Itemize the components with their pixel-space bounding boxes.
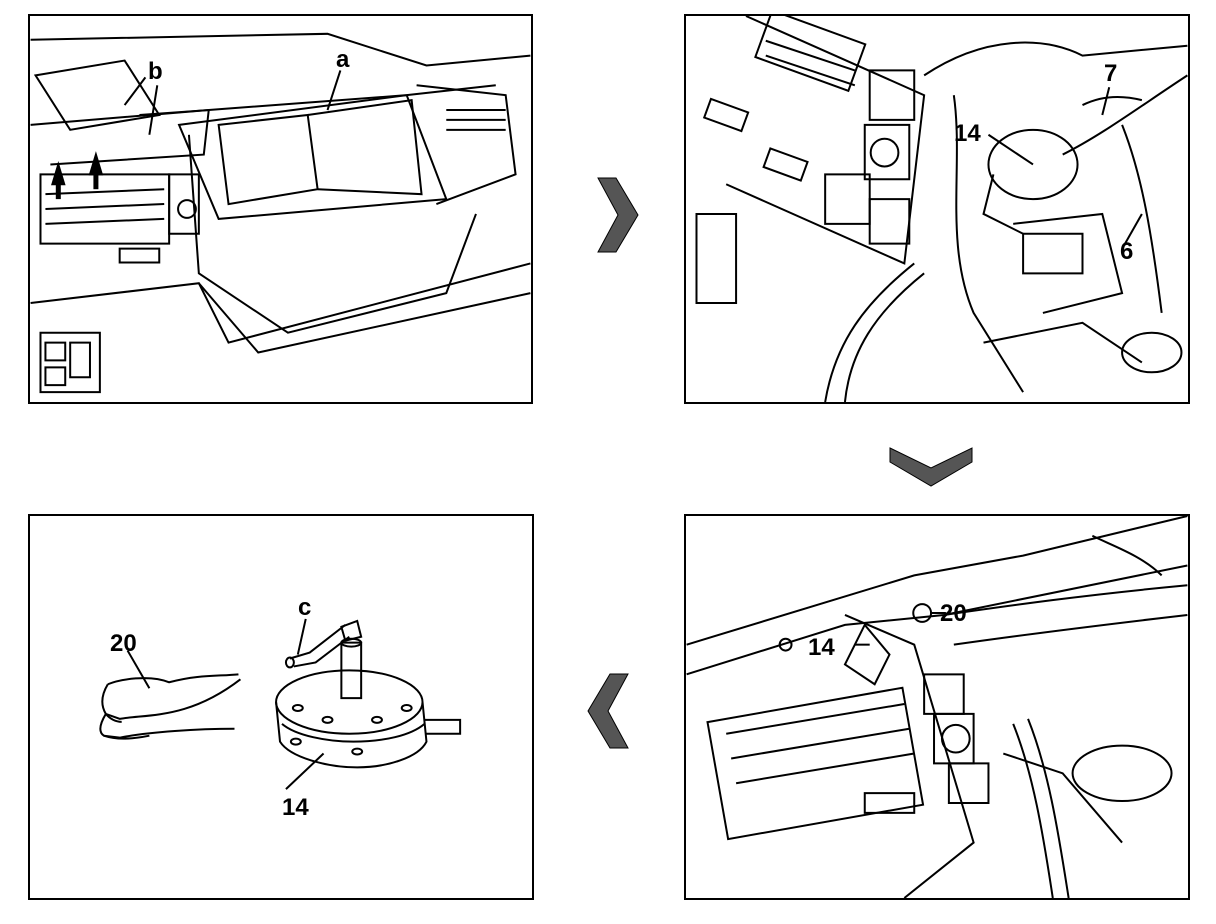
parts-illustration xyxy=(30,516,532,898)
label-20: 20 xyxy=(940,600,967,627)
label-14: 14 xyxy=(954,120,981,147)
flow-arrow-left-icon xyxy=(584,668,634,754)
step-4-parts-panel: 20 c 14 xyxy=(28,514,534,900)
bracket-illustration xyxy=(686,516,1188,898)
step-2-sensor-panel: 14 7 6 xyxy=(684,14,1190,404)
flow-arrow-right-icon xyxy=(592,170,642,260)
label-c: c xyxy=(298,594,312,621)
label-20: 20 xyxy=(110,630,137,657)
label-7: 7 xyxy=(1104,60,1118,87)
step-1-glovebox-panel: b a xyxy=(28,14,533,404)
label-a: a xyxy=(336,46,350,73)
label-b: b xyxy=(148,58,163,85)
label-14: 14 xyxy=(808,634,835,661)
flow-arrow-down-icon xyxy=(886,440,976,488)
sensor-illustration xyxy=(686,16,1188,402)
label-6: 6 xyxy=(1120,238,1134,265)
glovebox-illustration xyxy=(30,16,531,402)
label-14: 14 xyxy=(282,794,309,821)
step-3-bracket-panel: 14 20 xyxy=(684,514,1190,900)
